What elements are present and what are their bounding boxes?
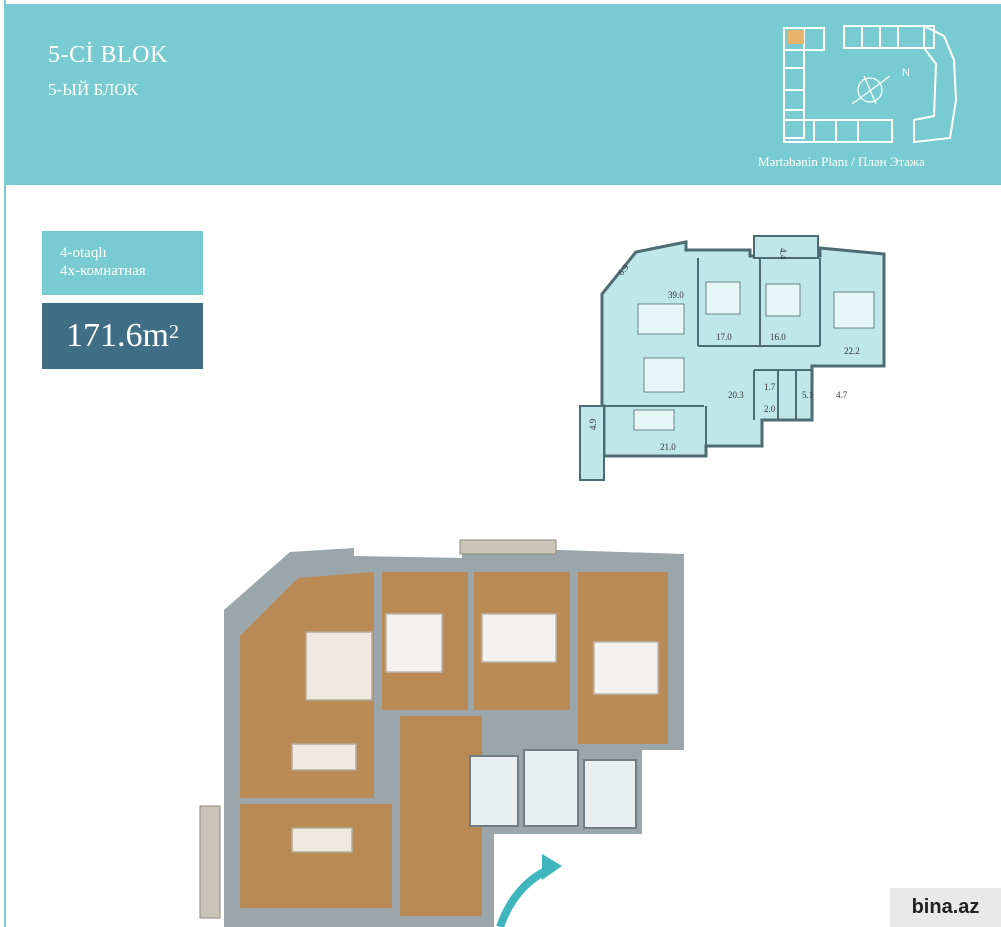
label-balcony-top: 4.4 bbox=[778, 248, 788, 260]
entrance-arrow-icon bbox=[496, 854, 562, 927]
label-kitchen: 21.0 bbox=[660, 442, 676, 452]
label-wc1: 1.7 bbox=[764, 382, 776, 392]
rooms-label-ru: 4х-комнатная bbox=[60, 263, 146, 279]
bina-az-watermark: bina.az bbox=[890, 888, 1001, 927]
floor-plan-2d: 39.0 17.0 16.0 22.2 20.3 21.0 1.7 2.0 5.… bbox=[579, 235, 886, 481]
label-living: 39.0 bbox=[668, 290, 684, 300]
label-bed2: 16.0 bbox=[770, 332, 786, 342]
label-dress: 4.7 bbox=[836, 390, 848, 400]
label-hall: 20.3 bbox=[728, 390, 744, 400]
left-frame-line bbox=[4, 0, 6, 927]
site-map-caption: Mərtəbənin Planı / План Этажа bbox=[758, 154, 925, 169]
floor-site-map: N bbox=[783, 24, 958, 144]
label-bed3: 22.2 bbox=[844, 346, 860, 356]
block-title: 5-Cİ BLOK bbox=[48, 42, 168, 68]
compass-icon bbox=[851, 75, 891, 105]
label-balcony-left: 4.9 bbox=[588, 418, 598, 430]
label-bed1: 17.0 bbox=[716, 332, 732, 342]
current-block-marker bbox=[788, 30, 804, 44]
label-wc2: 2.0 bbox=[764, 404, 776, 414]
north-label: N bbox=[902, 67, 910, 79]
header-banner: 5-Cİ BLOK 5-ЫЙ БЛОК N Mərtəbənin Planı /… bbox=[6, 4, 1001, 185]
rooms-badge: 4-otaqlı 4х-комнатная bbox=[42, 231, 203, 295]
area-unit-sup: 2 bbox=[168, 320, 179, 343]
floor-plan-3d bbox=[199, 539, 684, 927]
area-value: 171.6m bbox=[66, 317, 169, 354]
block-subtitle: 5-ЫЙ БЛОК bbox=[48, 80, 138, 99]
label-bath: 5.1 bbox=[802, 390, 813, 400]
rooms-label-az: 4-otaqlı bbox=[60, 245, 107, 261]
